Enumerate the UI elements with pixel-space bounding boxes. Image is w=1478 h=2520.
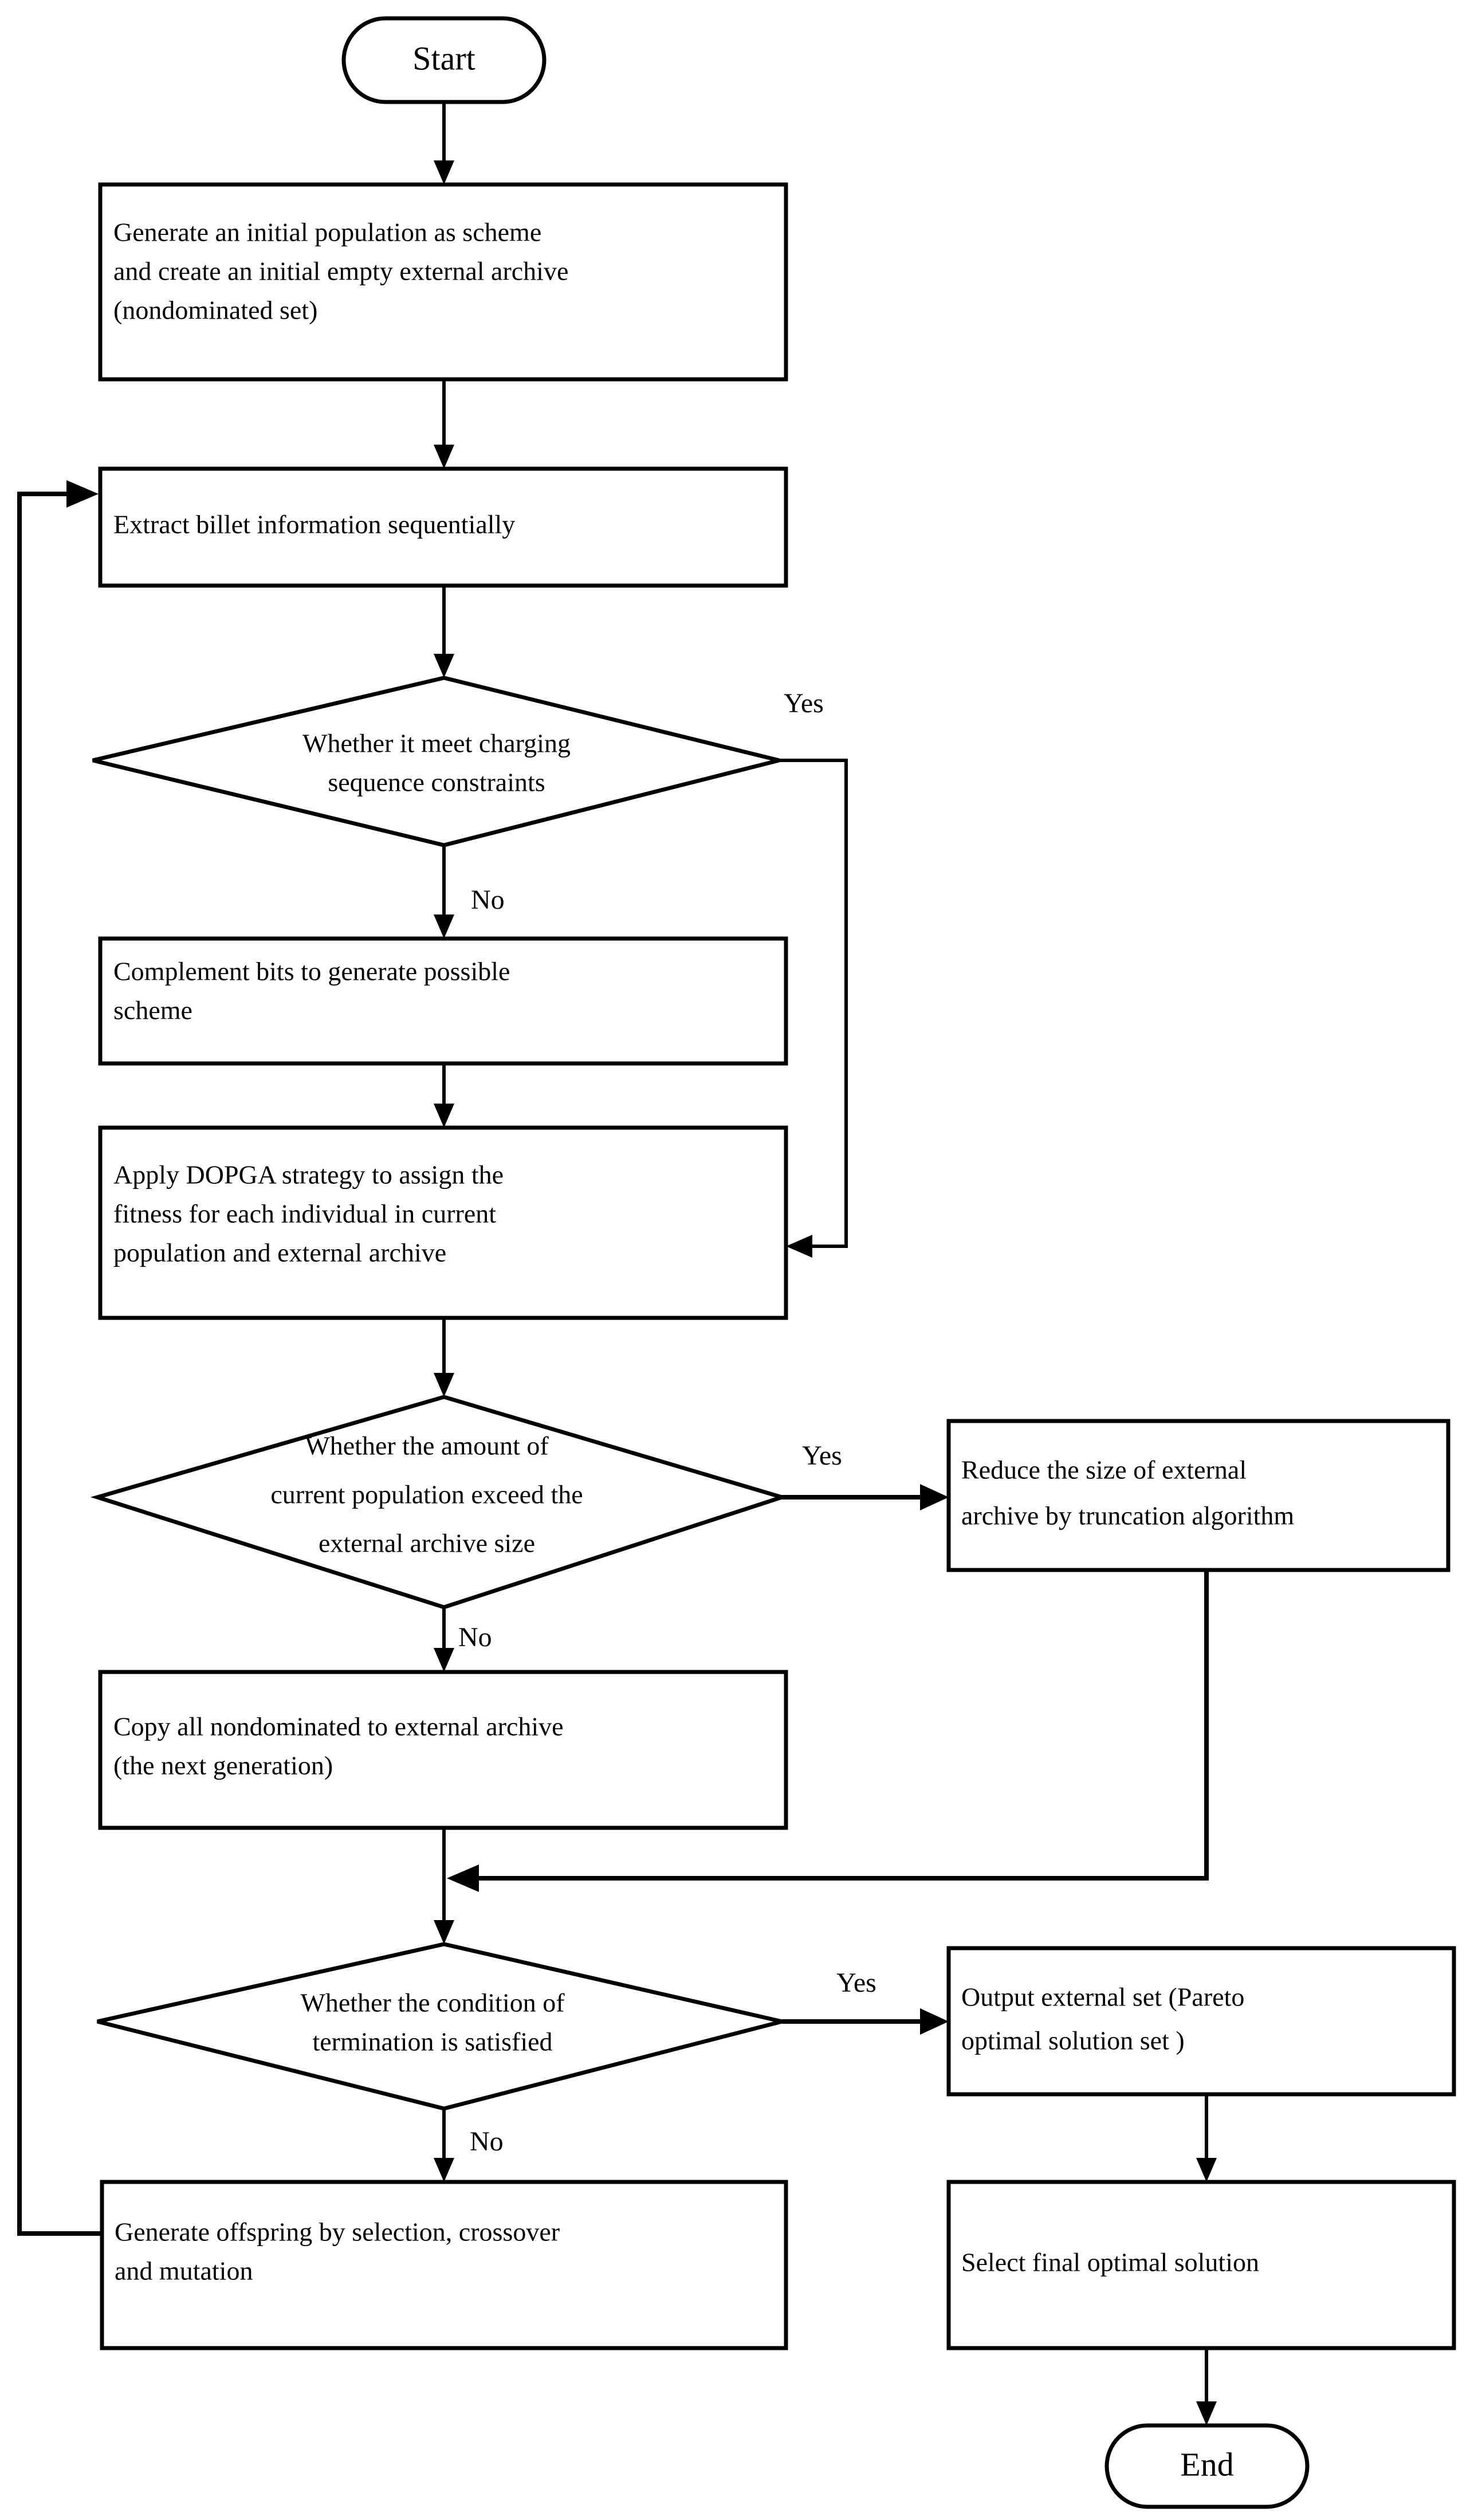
reduce-size-shape: [946, 1419, 1451, 1572]
output-external-line-1: Output external set (Pareto: [961, 1983, 1244, 2012]
node-generate-offspring[interactable]: Generate offspring by selection, crossov…: [100, 2180, 788, 2350]
connector-charging-yes-to-dopga: [779, 759, 848, 1258]
complement-bits-line-2: scheme: [113, 996, 192, 1025]
start-shape: [341, 16, 547, 104]
connector-extract-to-charging: [434, 586, 454, 678]
node-decision-amount[interactable]: Whether the amount of current population…: [90, 1395, 789, 1610]
apply-dopga-line-1: Apply DOPGA strategy to assign the: [113, 1160, 504, 1190]
connector-termination-yes-to-output: [782, 2008, 949, 2035]
edge-label-amount-yes: Yes: [802, 1440, 842, 1471]
decision-amount-line-2: current population exceed the: [270, 1480, 583, 1509]
init-population-line-3: (nondominated set): [113, 296, 317, 325]
connector-output-to-select: [1196, 2094, 1217, 2182]
output-external-shape: [946, 1946, 1456, 2097]
extract-billet-line-1: Extract billet information sequentially: [113, 510, 515, 539]
extract-billet-shape: [98, 466, 788, 588]
connector-amount-no-to-copy: [434, 1607, 454, 1672]
generate-offspring-line-2: and mutation: [115, 2256, 253, 2286]
init-population-line-2: and create an initial empty external arc…: [113, 257, 568, 286]
generate-offspring-line-1: Generate offspring by selection, crossov…: [115, 2217, 560, 2247]
node-output-external[interactable]: Output external set (Pareto optimal solu…: [946, 1946, 1456, 2097]
complement-bits-shape: [98, 936, 788, 1066]
connector-charging-no-to-complement: [434, 845, 454, 939]
copy-nondominated-line-1: Copy all nondominated to external archiv…: [113, 1712, 564, 1741]
edge-label-amount-no: No: [458, 1622, 492, 1652]
connector-select-to-end: [1196, 2348, 1217, 2425]
select-final-line-1: Select final optimal solution: [961, 2248, 1259, 2277]
output-external-line-2: optimal solution set ): [961, 2026, 1185, 2055]
node-reduce-size[interactable]: Reduce the size of external archive by t…: [946, 1419, 1451, 1572]
node-select-final[interactable]: Select final optimal solution: [946, 2180, 1456, 2350]
node-decision-charging[interactable]: Whether it meet charging sequence constr…: [92, 676, 780, 847]
init-population-shape: [98, 182, 788, 382]
connector-dopga-to-amount: [434, 1318, 454, 1397]
node-extract-billet[interactable]: Extract billet information sequentially: [98, 466, 788, 588]
generate-offspring-shape: [100, 2180, 788, 2350]
apply-dopga-line-3: population and external archive: [113, 1238, 446, 1267]
decision-charging-line-2: sequence constraints: [328, 768, 545, 797]
start-label: Start: [412, 40, 475, 77]
copy-nondominated-line-2: (the next generation): [113, 1751, 333, 1780]
decision-termination-line-2: termination is satisfied: [312, 2027, 552, 2056]
apply-dopga-line-2: fitness for each individual in current: [113, 1199, 496, 1228]
decision-amount-line-1: Whether the amount of: [305, 1431, 549, 1461]
node-init-population[interactable]: Generate an initial population as scheme…: [98, 182, 788, 382]
connector-init-to-extract: [434, 379, 454, 469]
decision-termination-shape: [97, 1942, 783, 2111]
decision-amount-shape: [90, 1395, 789, 1610]
apply-dopga-shape: [98, 1125, 788, 1320]
node-decision-termination[interactable]: Whether the condition of termination is …: [97, 1942, 783, 2111]
copy-nondominated-shape: [98, 1670, 788, 1830]
edge-label-charging-no: No: [471, 885, 505, 915]
connector-start-to-init: [434, 102, 454, 185]
edge-label-termination-no: No: [470, 2126, 504, 2157]
decision-termination-line-1: Whether the condition of: [300, 1988, 565, 2017]
end-shape: [1104, 2423, 1310, 2509]
node-start[interactable]: Start: [341, 16, 547, 104]
init-population-line-1: Generate an initial population as scheme: [113, 218, 541, 247]
connector-copy-to-termination: [434, 1828, 454, 1944]
reduce-size-line-1: Reduce the size of external: [961, 1455, 1247, 1485]
decision-charging-line-1: Whether it meet charging: [302, 729, 571, 758]
connector-reduce-to-mainline: [447, 1570, 1209, 1892]
end-label: End: [1180, 2446, 1233, 2483]
complement-bits-line-1: Complement bits to generate possible: [113, 957, 510, 986]
connector-termination-no-to-offspring: [434, 2109, 454, 2182]
reduce-size-line-2: archive by truncation algorithm: [961, 1501, 1294, 1530]
node-copy-nondominated[interactable]: Copy all nondominated to external archiv…: [98, 1670, 788, 1830]
decision-amount-line-3: external archive size: [319, 1529, 535, 1558]
edge-label-termination-yes: Yes: [836, 1968, 876, 1998]
node-end[interactable]: End: [1104, 2423, 1310, 2509]
connector-amount-yes-to-reduce: [782, 1484, 949, 1510]
connector-offspring-feedback-to-extract: [17, 480, 102, 2236]
edge-label-charging-yes: Yes: [784, 688, 824, 719]
select-final-shape: [946, 2180, 1456, 2350]
decision-charging-shape: [92, 676, 780, 847]
connector-complement-to-dopga: [434, 1063, 454, 1128]
node-apply-dopga[interactable]: Apply DOPGA strategy to assign the fitne…: [98, 1125, 788, 1320]
node-complement-bits[interactable]: Complement bits to generate possible sch…: [98, 936, 788, 1066]
